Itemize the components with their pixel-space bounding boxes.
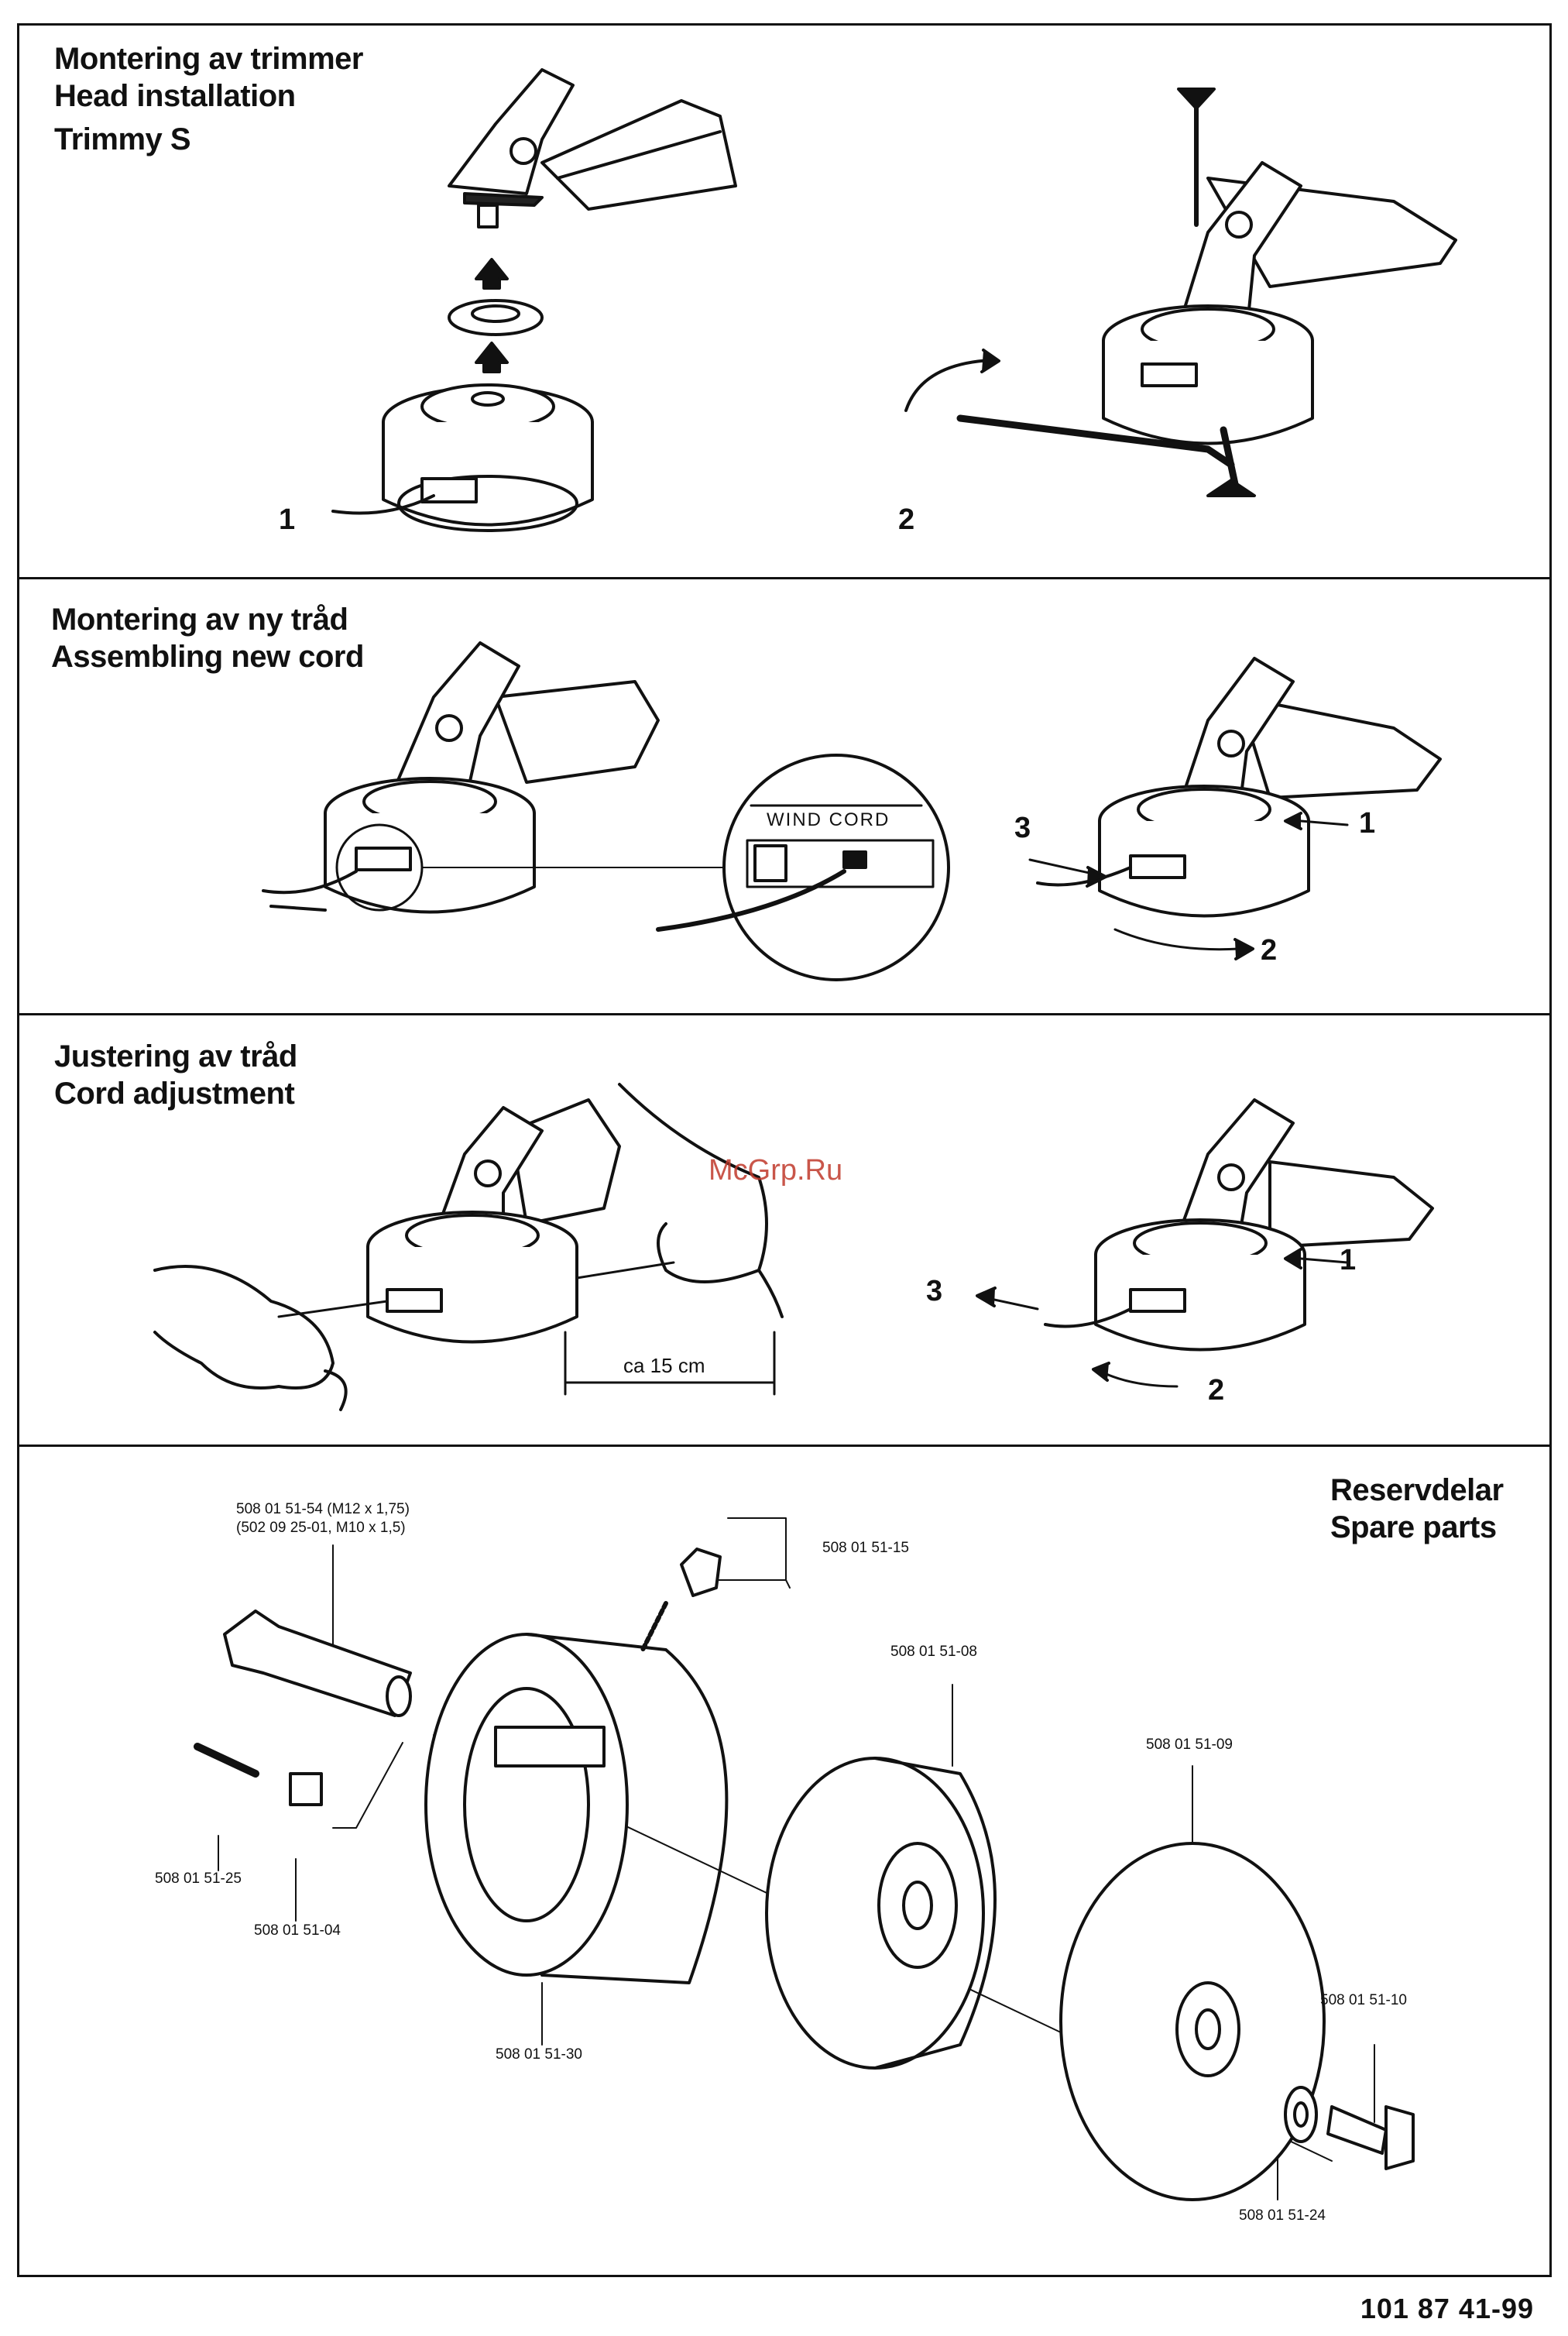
step-number: 2 bbox=[898, 503, 915, 536]
callout-number: 2 bbox=[1208, 1374, 1225, 1407]
part-number-label: 508 01 51-30 bbox=[496, 2046, 582, 2063]
new-cord-illustration-right bbox=[1028, 657, 1442, 960]
part-number-label: 508 01 51-04 bbox=[254, 1922, 341, 1939]
heading-sv: Reservdelar bbox=[1330, 1473, 1504, 1507]
page-frame bbox=[17, 23, 1552, 2277]
callout-number: 3 bbox=[1014, 812, 1031, 844]
part-number-label: 508 01 51-08 bbox=[890, 1644, 977, 1660]
heading-en: Head installation bbox=[54, 79, 296, 113]
trimmer-head-illustration-step2 bbox=[904, 88, 1457, 497]
section-heading-cord-adjustment: Justering av tråd Cord adjustment bbox=[54, 1038, 297, 1112]
trimmer-head-illustration-step1 bbox=[331, 68, 737, 532]
step-number: 1 bbox=[279, 503, 296, 536]
part-number-label: 508 01 51-09 bbox=[1146, 1737, 1233, 1753]
heading-sv: Justering av tråd bbox=[54, 1039, 297, 1074]
section-heading-head-installation: Montering av trimmer Head installation T… bbox=[54, 40, 363, 158]
part-number-label: (502 09 25-01, M10 x 1,5) bbox=[236, 1520, 406, 1536]
part-number-label: 508 01 51-25 bbox=[155, 1871, 242, 1887]
section-heading-new-cord: Montering av ny tråd Assembling new cord bbox=[51, 601, 364, 675]
heading-sv: Montering av trimmer bbox=[54, 42, 363, 76]
inset-label: WIND CORD bbox=[767, 809, 890, 830]
heading-en: Assembling new cord bbox=[51, 640, 364, 674]
cord-adjustment-illustration-left bbox=[153, 1083, 784, 1411]
part-number-label: 508 01 51-15 bbox=[822, 1540, 909, 1556]
callout-number: 2 bbox=[1261, 934, 1278, 967]
watermark: McGrp.Ru bbox=[709, 1154, 843, 1187]
section-heading-spare-parts: Reservdelar Spare parts bbox=[1330, 1472, 1504, 1546]
callout-number: 1 bbox=[1359, 807, 1376, 840]
callout-number: 3 bbox=[926, 1275, 943, 1307]
part-number-label: 508 01 51-54 (M12 x 1,75) bbox=[236, 1501, 410, 1517]
new-cord-illustration-left bbox=[262, 641, 950, 981]
document-number: 101 87 41-99 bbox=[1360, 2293, 1534, 2324]
section-divider bbox=[17, 1445, 1552, 1447]
section-divider bbox=[17, 1013, 1552, 1015]
heading-en: Cord adjustment bbox=[54, 1077, 295, 1111]
part-number-label: 508 01 51-10 bbox=[1320, 1992, 1407, 2008]
spare-parts-exploded-view bbox=[194, 1517, 1415, 2201]
heading-sv: Montering av ny tråd bbox=[51, 603, 348, 637]
section-divider bbox=[17, 577, 1552, 579]
part-number-label: 508 01 51-24 bbox=[1239, 2207, 1326, 2224]
model-name: Trimmy S bbox=[54, 122, 191, 156]
cord-adjustment-illustration-right bbox=[976, 1098, 1434, 1388]
callout-number: 1 bbox=[1340, 1244, 1357, 1276]
measurement-label: ca 15 cm bbox=[623, 1354, 705, 1377]
heading-en: Spare parts bbox=[1330, 1510, 1497, 1544]
